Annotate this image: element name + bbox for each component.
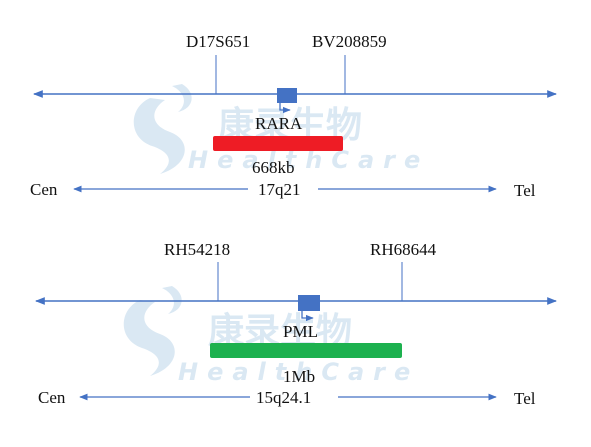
marker-label-rh68644: RH68644: [370, 240, 437, 259]
tel-label-top: Tel: [514, 181, 536, 200]
probe-size-pml: 1Mb: [283, 367, 315, 386]
gene-box-rara: [277, 88, 297, 103]
probe-size-rara: 668kb: [252, 158, 295, 177]
marker-label-rh54218: RH54218: [164, 240, 230, 259]
watermark-english-bottom: HealthCare: [178, 358, 419, 386]
marker-label-bv208859: BV208859: [312, 32, 387, 51]
tel-label-bottom: Tel: [514, 389, 536, 408]
transcription-arrow-rara: [279, 103, 291, 114]
band-label-17q21: 17q21: [258, 180, 301, 199]
gene-label-rara: RARA: [255, 114, 303, 133]
cen-label-bottom: Cen: [38, 388, 66, 407]
gene-box-pml: [298, 295, 320, 311]
panel-pml: RH54218 RH68644 PML 1Mb Cen 15q24.1 Tel: [35, 240, 557, 408]
panel-rara: D17S651 BV208859 RARA 668kb Cen 17q21 Te…: [30, 32, 557, 200]
probe-bar-rara: [213, 136, 343, 151]
gene-label-pml: PML: [283, 322, 318, 341]
probe-bar-pml: [210, 343, 402, 358]
marker-label-d17s651: D17S651: [186, 32, 250, 51]
cen-label-top: Cen: [30, 180, 58, 199]
transcription-arrow-pml: [301, 311, 314, 322]
band-label-15q24-1: 15q24.1: [256, 388, 311, 407]
